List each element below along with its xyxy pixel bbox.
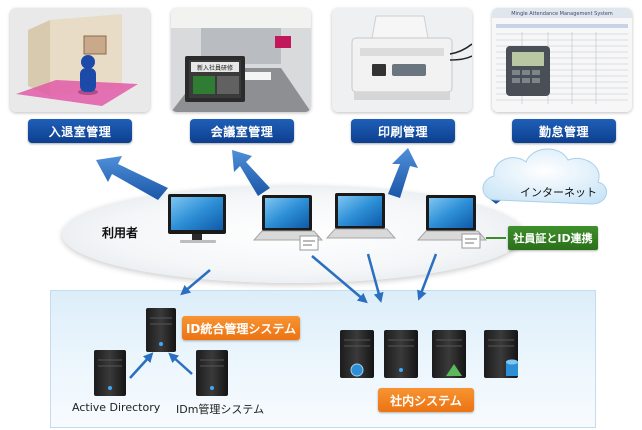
id-integration-server <box>146 308 176 352</box>
triangle-icon <box>446 364 462 376</box>
users-label: 利用者 <box>102 226 139 240</box>
printer-photo <box>332 8 472 112</box>
internal-system-badge: 社内システム <box>378 388 474 412</box>
globe-icon <box>350 363 364 377</box>
idm-system-label: IDm管理システム <box>176 403 265 416</box>
id-integration-badge: ID統合管理システム <box>182 316 300 340</box>
print-management-label: 印刷管理 <box>351 119 455 143</box>
laptop-1 <box>252 195 324 251</box>
laptop-3 <box>416 195 506 249</box>
meeting-room-photo: 新入社員研修 <box>171 8 311 112</box>
attendance-photo: Mingle Attendance Management System <box>492 8 632 112</box>
idcard-link-badge: 社員証とID連携 <box>508 226 598 250</box>
meeting-room-management-label: 会議室管理 <box>190 119 294 143</box>
connection-arrows <box>129 253 438 379</box>
arrow-to-entry <box>96 156 168 200</box>
laptop-2 <box>325 193 397 239</box>
internet-cloud <box>482 148 607 205</box>
attendance-screen-title: Mingle Attendance Management System <box>511 11 613 17</box>
internal-server-2 <box>384 330 418 378</box>
arrow-to-meeting <box>232 150 270 196</box>
internal-server-4 <box>484 330 518 378</box>
active-directory-server <box>94 350 126 396</box>
internal-server-3 <box>432 330 466 378</box>
idm-server <box>196 350 228 396</box>
internet-label: インターネット <box>520 186 597 199</box>
desktop-pc <box>168 194 226 243</box>
entry-room-photo <box>10 8 150 112</box>
database-icon <box>506 359 518 376</box>
meeting-screen-text: 新入社員研修 <box>197 64 233 72</box>
entry-management-label: 入退室管理 <box>28 119 132 143</box>
attendance-management-label: 勤怠管理 <box>512 119 616 143</box>
arrow-to-print <box>388 148 418 198</box>
active-directory-label: Active Directory <box>72 401 161 414</box>
internal-server-1 <box>340 330 374 378</box>
